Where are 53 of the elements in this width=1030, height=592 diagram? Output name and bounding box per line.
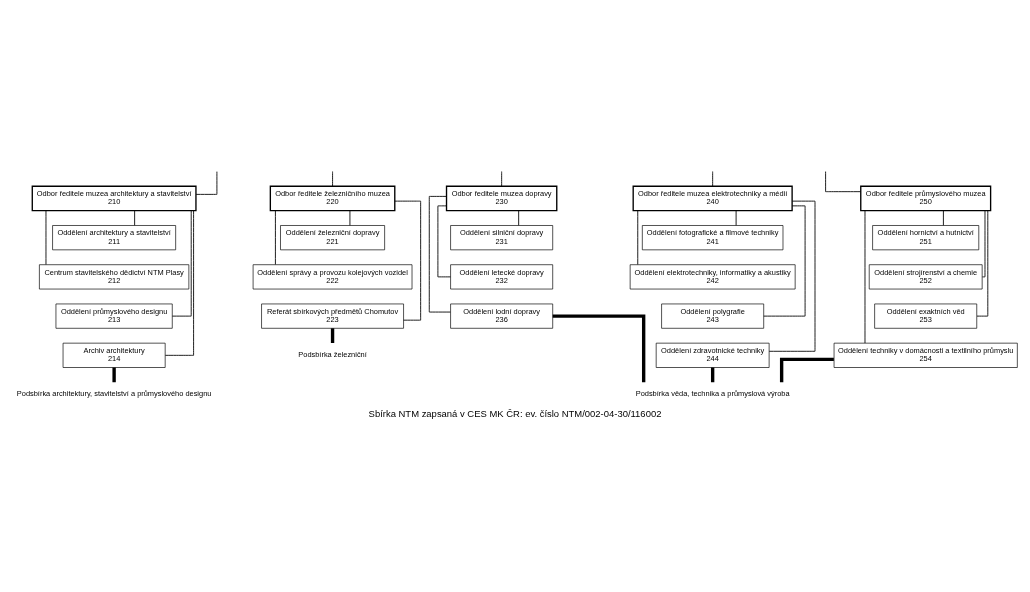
node-box: Centrum stavitelského dědictví NTM Plasy 212 [39, 263, 190, 289]
connector [437, 204, 451, 277]
node-box: Oddělení fotografické a filmové techniky 241 [642, 224, 784, 250]
node-box: Referát sbírkových předmětů Chomutov 223 [261, 303, 404, 329]
node-text: Podsbírka věda, technika a průmyslová výroba [635, 388, 790, 398]
connector [763, 204, 806, 317]
connector [330, 327, 335, 343]
connector [637, 209, 639, 265]
node-box: Oddělení techniky v domácnosti a textilního průmyslu 254 [833, 342, 1018, 368]
node-box: Oddělení exaktních věd 253 [874, 303, 978, 329]
node-box: Odbor ředitele muzea elektrotechniky a médií 240 [632, 185, 793, 211]
node-box: Oddělení strojírenství a chemie 252 [868, 263, 983, 289]
connector [394, 200, 422, 321]
connector [501, 170, 503, 186]
connector [275, 209, 276, 265]
node-box: Oddělení lodní dopravy 236 [450, 303, 554, 329]
connector [864, 209, 866, 343]
node-box: Oddělení elektrotechniky, informatiky a akustiky 242 [629, 263, 796, 289]
caption: Sbírka NTM zapsaná v CES MK ČR: ev. číslo NTM/002-04-30/116002 [368, 407, 662, 419]
node-box: Archiv architektury 214 [62, 342, 166, 368]
node-box: Oddělení polygrafie 243 [661, 303, 765, 329]
connector [428, 195, 451, 312]
connector [112, 367, 116, 382]
connector [45, 209, 47, 265]
node-box: Oddělení architektury a stavitelství 211 [52, 224, 176, 250]
connector [164, 209, 194, 356]
node-box: Odbor ředitele průmyslového muzea 250 [860, 185, 992, 211]
node-box: Oddělení hornictví a hutnictví 251 [872, 224, 980, 250]
connector [942, 209, 944, 226]
node-box: Oddělení silniční dopravy 231 [450, 224, 554, 250]
node-box: Oddělení letecké dopravy 232 [450, 263, 554, 289]
node-box: Oddělení zdravotnické techniky 244 [655, 342, 770, 368]
connector [171, 209, 192, 317]
connector [349, 209, 351, 226]
connector [768, 200, 816, 352]
node-box: Oddělení průmyslového designu 213 [55, 303, 173, 329]
connector [195, 170, 218, 195]
connector [518, 209, 520, 226]
connector [552, 313, 646, 382]
node-box: Odbor ředitele železničního muzea 220 [269, 185, 396, 211]
node-box: Odbor ředitele muzea architektury a stavitelství 210 [31, 185, 197, 211]
connector [735, 209, 737, 226]
node-text: Podsbírka železniční [298, 349, 367, 359]
connector [825, 170, 862, 192]
connector [332, 170, 333, 186]
node-box: Odbor ředitele muzea dopravy 230 [445, 185, 558, 211]
connector [982, 209, 986, 277]
connector [712, 170, 714, 186]
node-box: Oddělení správy a provozu kolejových vozidel 222 [252, 263, 413, 289]
connector [134, 209, 136, 226]
connector [976, 209, 989, 317]
node-box: Oddělení železniční dopravy 221 [280, 224, 385, 250]
node-text: Podsbírka architektury, stavitelství a průmyslového designu [16, 388, 212, 398]
